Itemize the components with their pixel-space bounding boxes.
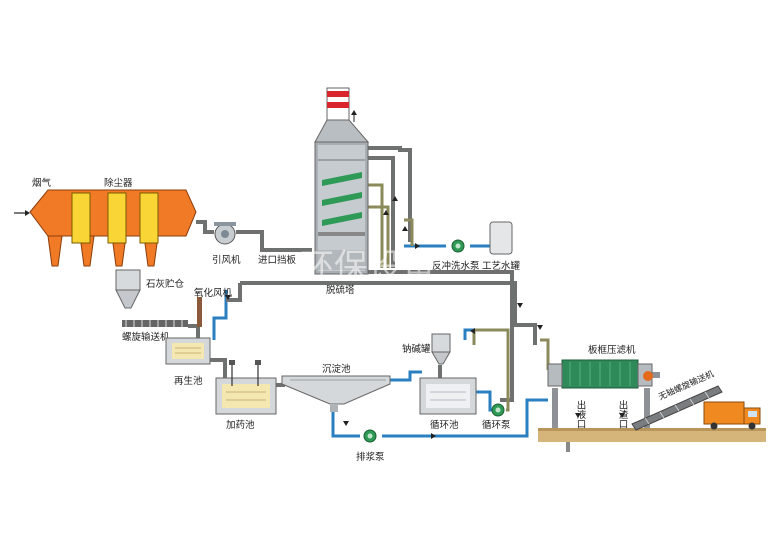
flue-gas-inlet: 烟气	[14, 177, 52, 216]
circulation-pump: 循环泵	[482, 403, 511, 431]
filter-bag	[71, 192, 91, 244]
screw-conveyor-label: 螺旋输送机	[122, 331, 170, 343]
tower-label: 脱硫塔	[326, 284, 355, 296]
soda-tank: 钠碱罐	[402, 333, 451, 365]
watermark: 环保设备	[300, 247, 436, 287]
ground-platform	[538, 428, 766, 452]
backwash-pump: 反冲洗水泵	[432, 239, 480, 272]
lime-silo-label: 石灰贮仓	[146, 278, 185, 290]
spray-layer	[322, 192, 362, 206]
spray-layer	[322, 212, 362, 226]
pipe-network	[188, 146, 550, 438]
flue-gas-label: 烟气	[32, 177, 52, 189]
induced-draft-fan: 引风机	[212, 222, 241, 266]
filter-bag	[107, 192, 127, 244]
process-water-tank-label: 工艺水罐	[482, 260, 521, 272]
oxidation-fan: 氧化风机	[194, 287, 233, 327]
process-water-tank: 工艺水罐	[482, 221, 521, 272]
flow-arrows	[225, 196, 625, 439]
truck	[703, 401, 761, 430]
filter-press: 板框压滤机	[547, 344, 660, 428]
agitator	[229, 360, 235, 365]
circulation-tank: 循环池	[419, 377, 477, 431]
slurry-pump-label: 排浆泵	[356, 451, 385, 463]
regeneration-tank: 再生池	[165, 337, 211, 387]
regeneration-tank-label: 再生池	[174, 375, 203, 387]
hydraulic-cylinder	[643, 371, 653, 381]
slurry-pump: 排浆泵	[356, 429, 385, 463]
inlet-flue-label: 进口挡板	[258, 254, 297, 266]
spray-layer	[322, 172, 362, 186]
dosing-tank-label: 加药池	[226, 419, 255, 431]
filter-bag	[139, 192, 159, 244]
backwash-pump-label: 反冲洗水泵	[432, 260, 480, 272]
agitator	[255, 360, 261, 365]
sedimentation-tank: 沉淀池	[281, 363, 391, 412]
sedimentation-tank-label: 沉淀池	[322, 363, 351, 375]
screw-conveyor: 螺旋输送机	[122, 320, 188, 343]
chimney-stripe	[327, 91, 349, 97]
soda-tank-label: 钠碱罐	[402, 343, 431, 355]
fan-label: 引风机	[212, 254, 241, 266]
desulfurization-tower: 脱硫塔	[314, 87, 370, 296]
dosing-tank: 加药池	[215, 360, 277, 431]
dust-collector-label: 除尘器	[104, 177, 133, 189]
oxidation-fan-label: 氧化风机	[194, 287, 233, 299]
filter-press-label: 板框压滤机	[588, 344, 636, 356]
circulation-tank-label: 循环池	[430, 419, 459, 431]
chimney-stripe	[327, 102, 349, 108]
circulation-pump-label: 循环泵	[482, 419, 511, 431]
dust-collector: 除尘器	[29, 177, 197, 267]
lime-silo: 石灰贮仓	[115, 269, 185, 309]
